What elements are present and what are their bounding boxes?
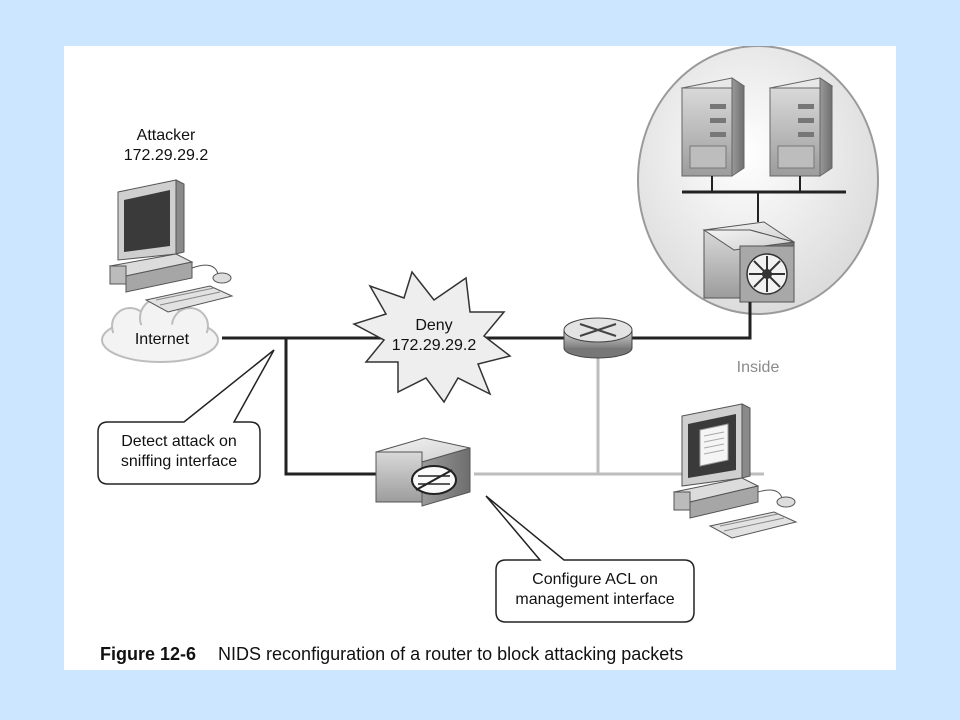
attacker-title: Attacker [136, 127, 196, 144]
attacker-ip: 172.29.29.2 [123, 147, 209, 164]
switch-icon [702, 221, 796, 303]
callout-detect-bubble [97, 349, 275, 485]
callout-configure-bubble [485, 495, 695, 623]
figure-caption-text: NIDS reconfiguration of a router to bloc… [218, 644, 684, 664]
internet-cloud-icon [101, 297, 219, 363]
callout-configure-line1: Configure ACL on [532, 571, 658, 588]
server-icon [768, 77, 834, 177]
nids-sensor-icon [375, 437, 471, 507]
callout-detect-line1: Detect attack on [121, 433, 237, 450]
attacker-computer-icon [108, 179, 234, 313]
server-icon [680, 77, 746, 177]
internet-label: Internet [134, 331, 190, 348]
figure-number: Figure 12-6 [100, 644, 197, 664]
callout-detect-line2: sniffing interface [120, 453, 238, 470]
deny-label: Deny 172.29.29.2 [368, 316, 500, 356]
figure-panel: Attacker 172.29.29.2 Internet Deny 172.2… [64, 46, 896, 670]
inside-computer-icon [672, 403, 798, 539]
router-icon [563, 317, 633, 359]
network-diagram [97, 46, 879, 623]
attacker-label: Attacker 172.29.29.2 [108, 126, 224, 166]
callout-configure-line2: management interface [515, 591, 675, 608]
figure-caption: Figure 12-6 NIDS reconfiguration of a rou… [100, 644, 683, 665]
deny-line1: Deny [415, 317, 453, 334]
sniffing-link [284, 338, 376, 476]
inside-link [628, 302, 752, 340]
inside-label: Inside [736, 359, 780, 376]
callout-detect-text: Detect attack on sniffing interface [98, 432, 260, 472]
deny-line2: 172.29.29.2 [391, 337, 477, 354]
callout-configure-text: Configure ACL on management interface [496, 570, 694, 610]
deny-starburst [352, 270, 512, 404]
